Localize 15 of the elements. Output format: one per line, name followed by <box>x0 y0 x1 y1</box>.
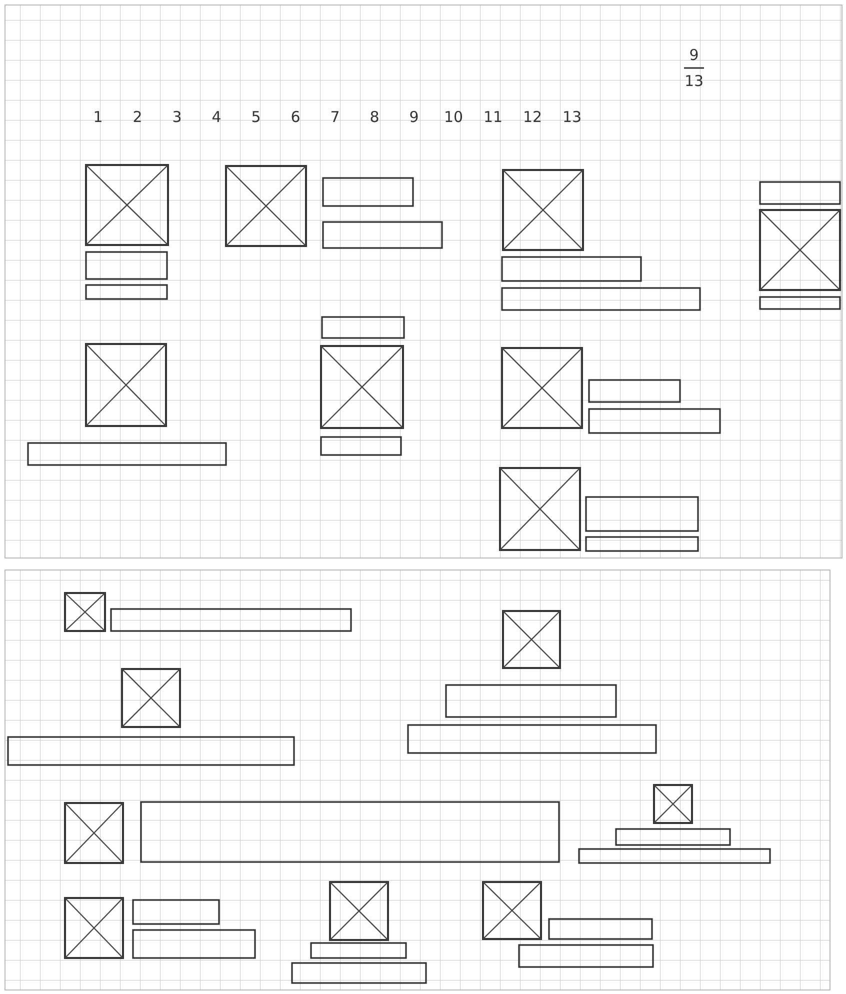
column-number: 6 <box>290 108 300 126</box>
column-number: 10 <box>444 108 464 126</box>
column-number: 12 <box>522 108 542 126</box>
column-number: 8 <box>370 108 380 126</box>
column-number: 5 <box>251 108 261 126</box>
column-number: 9 <box>409 108 419 126</box>
column-number: 7 <box>330 108 340 126</box>
column-number: 13 <box>562 108 582 126</box>
page-count: 13 <box>684 72 704 90</box>
column-number: 4 <box>212 108 222 126</box>
column-number: 11 <box>483 108 503 126</box>
column-number: 2 <box>132 108 142 126</box>
page-number: 9 <box>689 46 699 64</box>
column-number: 1 <box>93 108 103 126</box>
column-number: 3 <box>172 108 182 126</box>
